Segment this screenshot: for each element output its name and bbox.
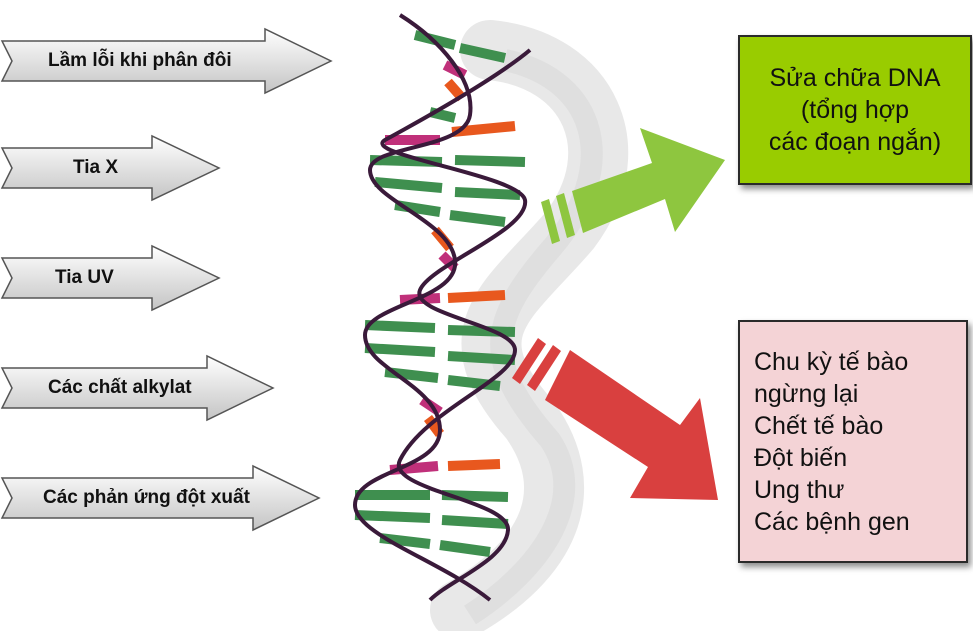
cause-arrow-x-ray: Tia X [0, 134, 222, 202]
gray-arrow-icon [0, 244, 221, 312]
dna-helix-illustration [352, 13, 629, 631]
cause-label: Các phản ứng đột xuất [43, 487, 250, 508]
dna-repair-box: Sửa chữa DNA (tổng hợp các đoạn ngắn) [738, 35, 972, 185]
repair-line: Sửa chữa DNA [769, 64, 941, 92]
cause-arrow-alkylating: Các chất alkylat [0, 354, 276, 422]
gray-arrow-icon [0, 27, 333, 95]
cause-label: Tia UV [55, 267, 114, 288]
cause-arrow-replication-error: Lầm lỗi khi phân đôi [0, 27, 334, 95]
cause-label: Các chất alkylat [48, 377, 192, 398]
gray-arrow-icon [0, 464, 321, 532]
damage-outcomes-box: Chu kỳ tế bào ngừng lại Chết tế bào Đột … [738, 320, 968, 563]
repair-line: (tổng hợp [800, 96, 910, 124]
cause-arrow-spontaneous: Các phản ứng đột xuất [0, 464, 322, 532]
cause-label: Lầm lỗi khi phân đôi [48, 50, 232, 71]
outcome-line: Các bệnh gen [754, 507, 910, 536]
gray-arrow-icon [0, 354, 275, 422]
cause-label: Tia X [73, 157, 119, 178]
gray-arrow-icon [0, 134, 221, 202]
outcome-line: ngừng lại [754, 379, 859, 408]
outcome-line: Đột biến [754, 443, 848, 472]
outcome-line: Ung thư [754, 475, 845, 504]
outcome-line: Chết tế bào [754, 411, 884, 440]
outcome-line: Chu kỳ tế bào [754, 347, 909, 376]
cause-arrow-uv: Tia UV [0, 244, 222, 312]
repair-line: các đoạn ngắn) [768, 128, 942, 156]
